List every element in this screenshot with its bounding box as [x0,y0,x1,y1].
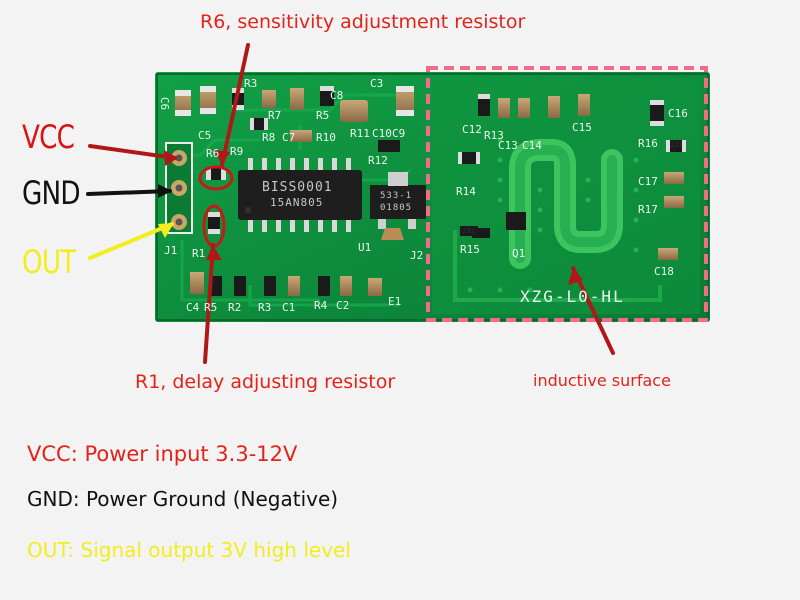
silk-label: C5 [198,129,212,142]
inductive-antenna [432,78,700,314]
pin-label-gnd: GND [22,174,81,212]
silk-label: C9 [392,127,406,140]
silk-label: R5 [316,109,330,122]
silk-label: C3 [370,77,384,90]
silk-label: E1 [388,295,402,308]
regulator-marking-line1: 533-1 [380,191,413,201]
silk-label: R8 [262,131,276,144]
regulator-marking-line2: 01805 [380,203,413,213]
silk-label: C18 [654,265,674,278]
silk-label: R10 [316,131,336,144]
inductive-arrow [571,266,615,355]
voltage-regulator [370,172,426,240]
silk-label: C14 [522,139,542,152]
inductive-callout-label: inductive surface [533,371,671,390]
silk-label: R2 [228,301,242,314]
r1-arrow [203,243,215,364]
silk-label: R14 [456,185,476,198]
silk-label: R13 [484,129,504,142]
silk-label: R9 [230,145,244,158]
silk-label: R3 [258,301,272,314]
silk-label: C10 [372,127,392,140]
silk-label: C8 [330,89,344,102]
silk-label: C15 [572,121,592,134]
legend-gnd: GND: Power Ground (Negative) [27,487,339,511]
board-model-label: XZG-L0-HL [520,287,625,306]
silk-label: R7 [268,109,282,122]
silk-label: C2 [336,299,350,312]
chip-marking-line1: BISS0001 [262,180,333,195]
silk-label: C7 [282,131,296,144]
vcc-arrow [88,144,177,160]
silk-label: C1 [282,301,296,314]
silk-label: C12 [462,123,482,136]
legend-out: OUT: Signal output 3V high level [27,538,351,562]
out-arrow [88,222,174,260]
pin-header [165,142,193,234]
silk-label: R6 [206,147,220,160]
r6-highlight [198,165,234,191]
legend-vcc: VCC: Power input 3.3-12V [27,442,298,466]
inductive-highlight-box [426,66,708,322]
silk-label: C17 [638,175,658,188]
silk-label: C13 [498,139,518,152]
silk-label: 202 [462,227,475,235]
silk-label: R11 [350,127,370,140]
silk-label: R15 [460,243,480,256]
gnd-arrow [86,189,172,196]
silk-label: J1 [164,244,178,257]
silk-label: 221 [670,141,683,149]
silk-label: R3 [244,77,258,90]
silk-label: Q1 [512,247,526,260]
r6-arrow [220,43,250,167]
pin-label-vcc: VCC [22,118,75,156]
pin-label-out: OUT [22,243,76,281]
chip-marking-line2: 15AN805 [270,196,324,209]
silk-label: C4 [186,301,200,314]
silk-label: R12 [368,154,388,167]
silk-label: C6 [158,96,172,111]
silk-label: R4 [314,299,328,312]
silk-label: J2 [410,249,424,262]
r6-callout-label: R6, sensitivity adjustment resistor [200,11,526,33]
silk-label: U1 [358,241,372,254]
r1-callout-label: R1, delay adjusting resistor [135,371,396,393]
silk-label: R17 [638,203,658,216]
silk-label: R16 [638,137,658,150]
silk-label: R5 [204,301,218,314]
silk-label: C16 [668,107,688,120]
silk-label: R1 [192,247,206,260]
biss0001-chip [238,158,362,232]
